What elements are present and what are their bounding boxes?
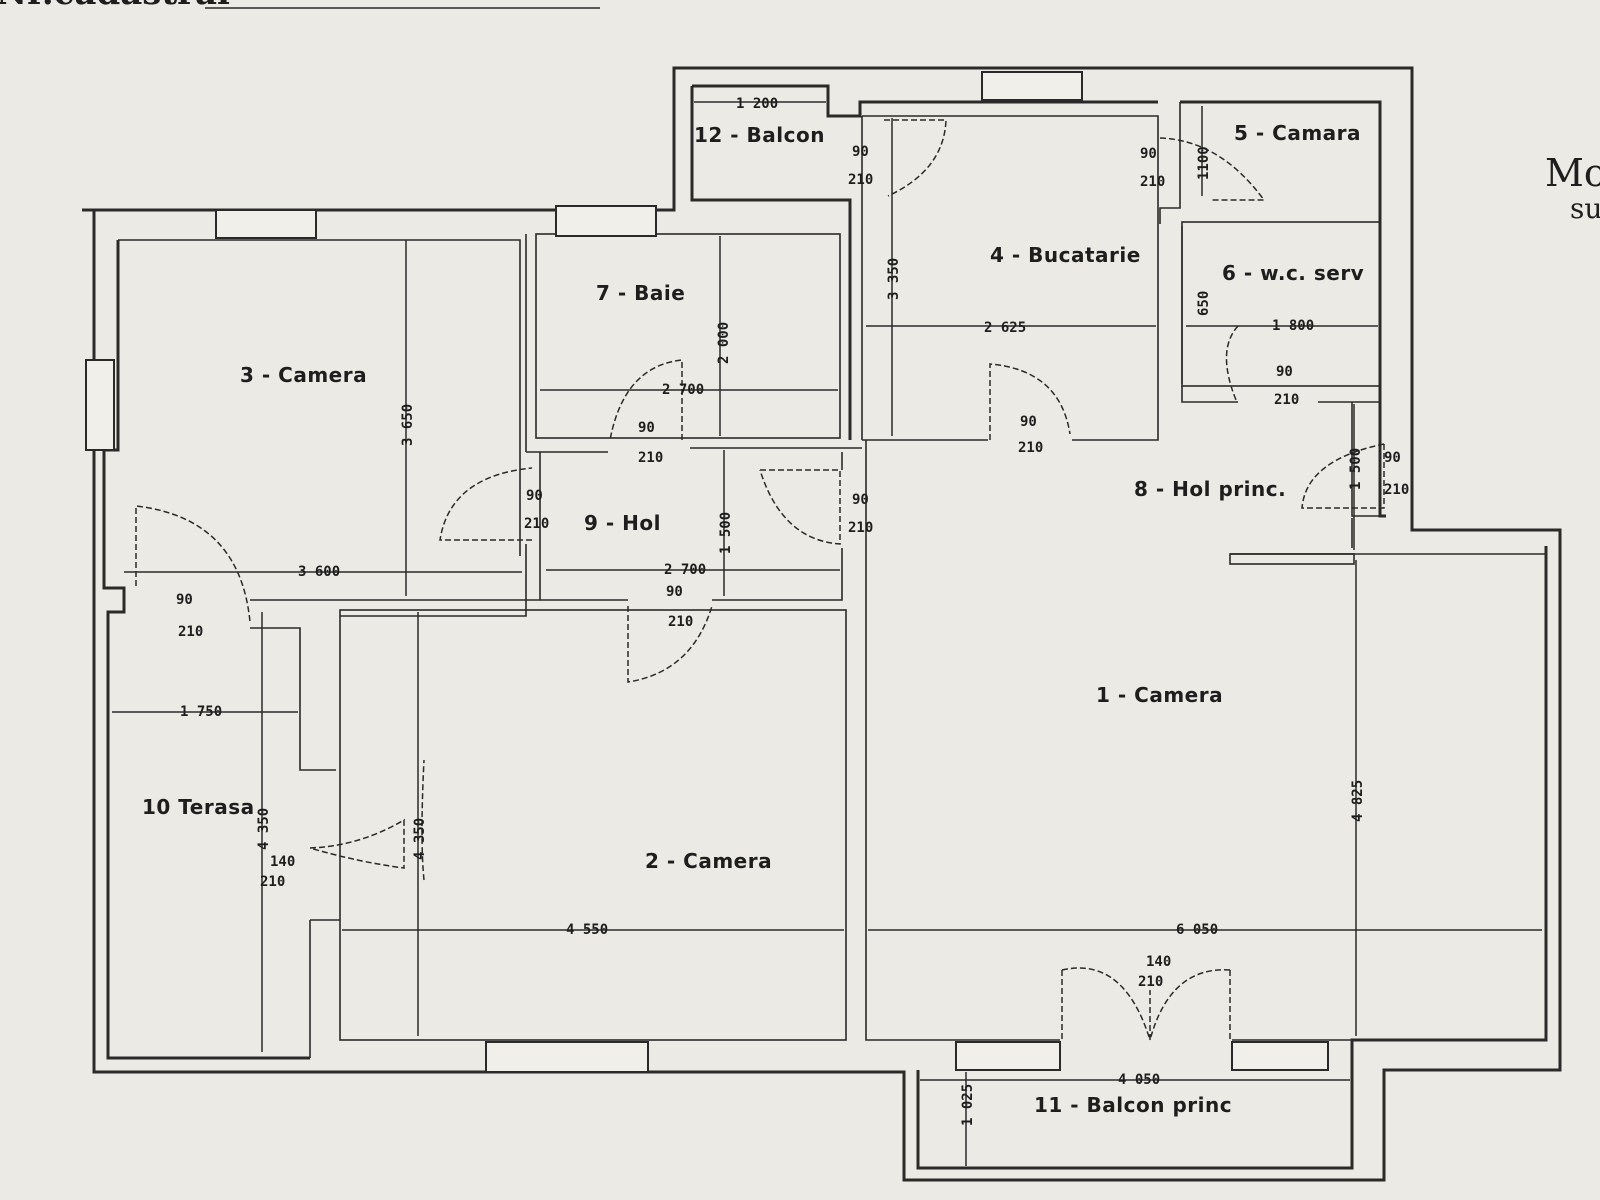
door-baie-h: 210 <box>638 450 663 466</box>
dim-wc-w: 1 800 <box>1272 318 1314 334</box>
dim-terasa-w: 1 750 <box>180 704 222 720</box>
door-bucatarie-w: 90 <box>1020 414 1037 430</box>
room-label-12: 12 - Balcon <box>694 123 825 147</box>
dim-holprinc-h: 1 500 <box>1348 448 1364 490</box>
dim-camera1-w: 6 050 <box>1176 922 1218 938</box>
room-label-11: 11 - Balcon princ <box>1034 1093 1232 1117</box>
dim-hol-w: 2 700 <box>664 562 706 578</box>
room-label-7: 7 - Baie <box>596 281 685 305</box>
dim-camera2-w: 4 550 <box>566 922 608 938</box>
room-labels: 1 - Camera 2 - Camera 3 - Camera 4 - Buc… <box>142 121 1364 1117</box>
room-label-6: 6 - w.c. serv <box>1222 261 1364 285</box>
dim-camera2-h: 4 350 <box>412 818 428 860</box>
door-balcon12-w: 90 <box>852 144 869 160</box>
door-baie-w: 90 <box>638 420 655 436</box>
dim-hol-h: 1 500 <box>718 512 734 554</box>
door-holprinc-h: 210 <box>1384 482 1409 498</box>
windows <box>85 71 1329 1073</box>
room-label-5: 5 - Camara <box>1234 121 1361 145</box>
door-camera2-w: 90 <box>666 584 683 600</box>
interior-walls <box>118 102 1546 1058</box>
door-hol-right-w: 90 <box>852 492 869 508</box>
door-wc-w: 90 <box>1276 364 1293 380</box>
room-label-10: 10 Terasa <box>142 795 255 819</box>
door-labels: 90 210 90 210 90 210 90 210 90 210 90 21… <box>176 144 1409 990</box>
door-balcon12-h: 210 <box>848 172 873 188</box>
side-text-2: su <box>1570 192 1600 225</box>
dim-terasa-h: 4 350 <box>256 808 272 850</box>
dimension-labels: 1 200 3 350 2 625 1100 650 1 800 2 000 2… <box>180 96 1366 1126</box>
room-label-9: 9 - Hol <box>584 511 661 535</box>
dim-wc-h: 650 <box>1196 291 1212 316</box>
door-bucatarie-h: 210 <box>1018 440 1043 456</box>
room-label-3: 3 - Camera <box>240 363 367 387</box>
dim-bucatarie-h: 3 350 <box>886 258 902 300</box>
door-camera3-w: 90 <box>176 592 193 608</box>
door-hol-right-h: 210 <box>848 520 873 536</box>
dim-camara-h: 1100 <box>1196 146 1212 180</box>
door-swings <box>135 119 1385 1041</box>
dim-camera3-h: 3 650 <box>400 404 416 446</box>
door-terasa-h: 210 <box>260 874 285 890</box>
door-camera2-h: 210 <box>668 614 693 630</box>
door-hol-left-w: 90 <box>526 488 543 504</box>
room-label-8: 8 - Hol princ. <box>1134 477 1286 501</box>
dim-bucatarie-w: 2 625 <box>984 320 1026 336</box>
header-fragment: Nr.cadastral <box>0 0 230 13</box>
room-label-1: 1 - Camera <box>1096 683 1223 707</box>
dimension-lines <box>112 101 1542 1166</box>
dim-baie-w: 2 700 <box>662 382 704 398</box>
dim-balcon11-h: 1 025 <box>960 1084 976 1126</box>
door-hol-left-h: 210 <box>524 516 549 532</box>
door-balcon11-w: 140 <box>1146 954 1171 970</box>
dim-balcon12-w: 1 200 <box>736 96 778 112</box>
dim-camera3-w: 3 600 <box>298 564 340 580</box>
door-wc-h: 210 <box>1274 392 1299 408</box>
door-balcon11-h: 210 <box>1138 974 1163 990</box>
door-holprinc-w: 90 <box>1384 450 1401 466</box>
dim-camera1-h: 4 825 <box>1350 780 1366 822</box>
dim-baie-h: 2 000 <box>716 322 732 364</box>
room-label-4: 4 - Bucatarie <box>990 243 1141 267</box>
door-camara-h: 210 <box>1140 174 1165 190</box>
room-label-2: 2 - Camera <box>645 849 772 873</box>
door-camera3-h: 210 <box>178 624 203 640</box>
door-terasa-w: 140 <box>270 854 295 870</box>
dim-balcon11-w: 4 050 <box>1118 1072 1160 1088</box>
door-camara-w: 90 <box>1140 146 1157 162</box>
side-text-1: Mo <box>1545 151 1600 195</box>
